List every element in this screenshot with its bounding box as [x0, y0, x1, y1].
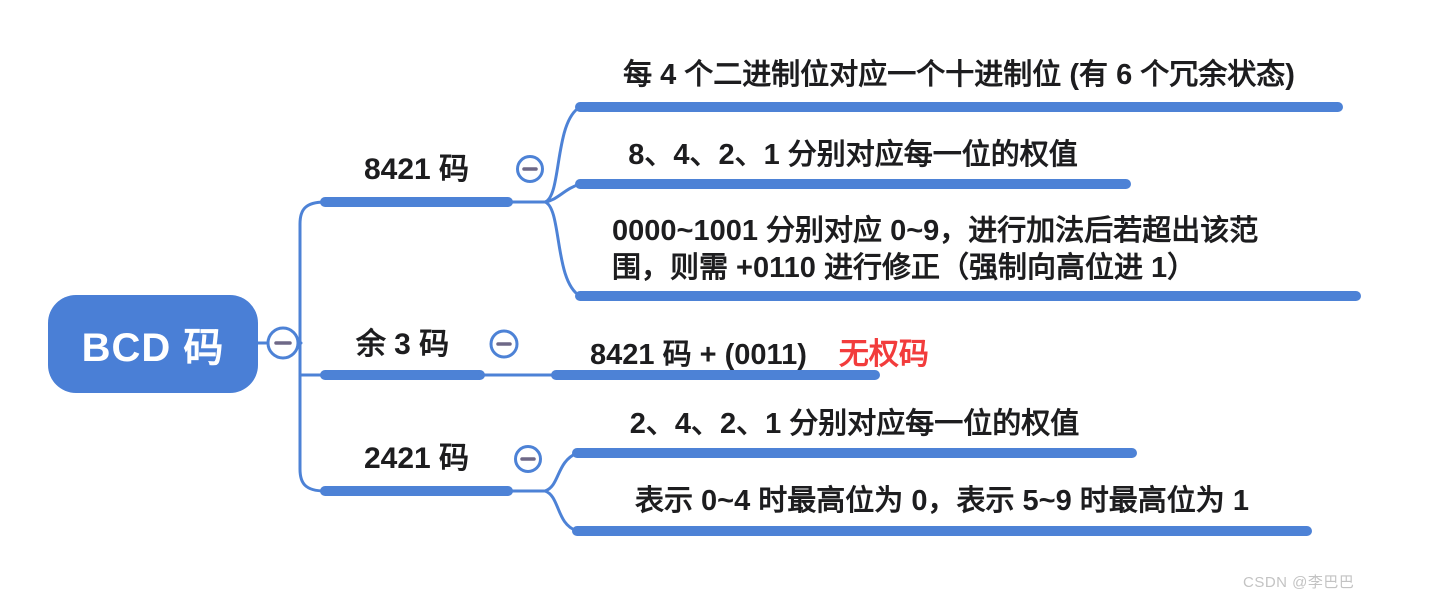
leaf-node-8421-mapping[interactable]: 每 4 个二进制位对应一个十进制位 (有 6 个冗余状态): [623, 59, 1295, 91]
connector-trunk: [298, 200, 327, 493]
collapse-button-8421[interactable]: [516, 155, 544, 183]
leaf-node-yu3-text: 8421 码 + (0011): [590, 339, 807, 371]
collapse-button-2421[interactable]: [514, 445, 542, 473]
leaf-line-2: 围，则需 +0110 进行修正（强制向高位进 1）: [612, 252, 1197, 284]
connector-8421-leaf3: [543, 200, 582, 298]
collapse-button-yu3[interactable]: [489, 329, 519, 359]
leaf-line-1: 0000~1001 分别对应 0~9，进行加法后若超出该范: [612, 215, 1259, 247]
connector-2421-leaf2: [543, 489, 579, 533]
annotation-unweighted-code: 无权码: [838, 338, 929, 371]
connector-8421-leaf2: [543, 182, 582, 204]
leaf-node-8421-weights[interactable]: 8、4、2、1 分别对应每一位的权值: [628, 139, 1078, 171]
root-node-label: BCD 码: [81, 326, 225, 370]
root-node-bcd[interactable]: BCD 码: [48, 295, 258, 393]
collapse-button-root[interactable]: [266, 326, 300, 360]
csdn-watermark: CSDN @李巴巴: [1243, 574, 1355, 591]
connector-2421-leaf1: [543, 451, 579, 493]
branch-node-2421[interactable]: 2421 码: [363, 442, 470, 475]
leaf-node-8421-correction[interactable]: 0000~1001 分别对应 0~9，进行加法后若超出该范 围，则需 +0110…: [612, 213, 1258, 287]
leaf-node-yu3-formula[interactable]: 8421 码 + (0011) 无权码: [590, 329, 929, 373]
leaf-node-2421-msb-rule[interactable]: 表示 0~4 时最高位为 0，表示 5~9 时最高位为 1: [635, 485, 1249, 517]
connector-8421-leaf1: [543, 105, 582, 204]
branch-node-yu3[interactable]: 余 3 码: [355, 328, 450, 361]
leaf-node-2421-weights[interactable]: 2、4、2、1 分别对应每一位的权值: [629, 408, 1080, 440]
branch-node-8421[interactable]: 8421 码: [363, 153, 470, 186]
